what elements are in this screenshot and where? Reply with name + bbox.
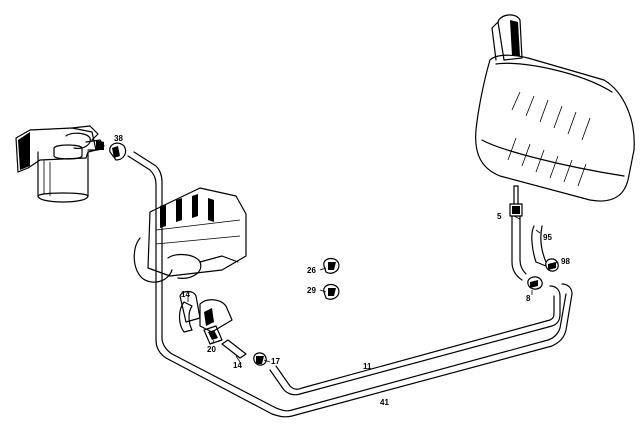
callout-5: 5	[497, 212, 502, 221]
clamp-17	[253, 352, 267, 366]
clamp-98	[545, 258, 559, 272]
callout-17: 17	[271, 357, 280, 366]
callout-8: 8	[526, 294, 531, 303]
callout-38: 38	[114, 134, 123, 143]
callout-20: 20	[207, 345, 216, 354]
hose-14-lower	[221, 339, 247, 359]
callout-26: 26	[307, 266, 316, 275]
banjo-bolt-5	[509, 185, 523, 217]
fuel-filter	[15, 125, 105, 203]
clamp-29	[323, 283, 340, 300]
fuel-line-11	[269, 285, 561, 396]
leader-lines	[187, 215, 559, 363]
fuel-line-41	[127, 151, 573, 418]
injection-pump	[133, 187, 247, 333]
valve-20	[203, 325, 223, 345]
fuel-line-5	[511, 215, 527, 281]
clamp-8	[527, 276, 543, 290]
callout-98: 98	[561, 257, 570, 266]
hose-14-upper	[178, 301, 193, 333]
hose-95	[531, 225, 547, 267]
callout-11: 11	[363, 362, 372, 371]
fuel-tank	[475, 14, 635, 202]
callout-95: 95	[543, 233, 552, 242]
callout-14-lower: 14	[233, 361, 242, 370]
clamp-38	[109, 142, 127, 161]
callout-29: 29	[307, 286, 316, 295]
callout-14-upper: 14	[181, 290, 190, 299]
callout-41: 41	[380, 398, 389, 407]
clamp-26	[323, 257, 340, 274]
